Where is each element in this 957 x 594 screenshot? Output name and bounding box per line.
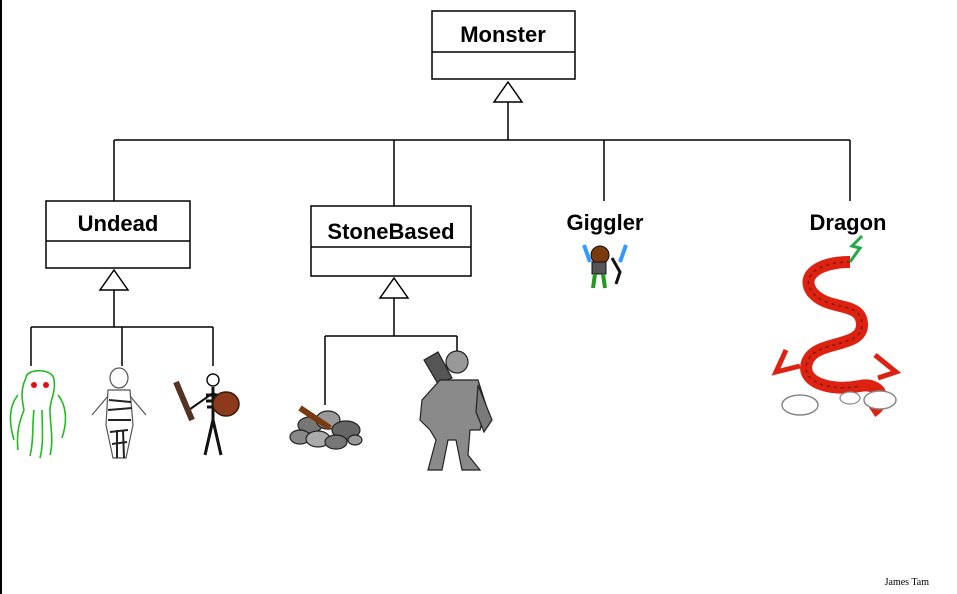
class-name-undead: Undead <box>78 211 159 236</box>
ghost-sprite-icon <box>9 369 67 459</box>
class-name-monster: Monster <box>460 22 546 47</box>
class-box-stonebased: StoneBased <box>310 205 472 277</box>
slide-left-border <box>0 0 2 594</box>
rock-pile-sprite-icon <box>289 405 363 450</box>
skeleton-warrior-sprite-icon <box>173 373 240 456</box>
inheritance-connector-monster <box>113 80 851 206</box>
mummy-sprite-icon <box>91 367 147 459</box>
class-name-stonebased: StoneBased <box>327 219 454 244</box>
inheritance-connector-undead <box>30 268 214 366</box>
dragon-sprite-icon <box>771 234 902 417</box>
stone-golem-sprite-icon <box>419 350 493 471</box>
giggler-sprite-icon <box>582 244 628 289</box>
class-box-undead: Undead <box>45 200 191 269</box>
inheritance-connector-stonebased <box>324 276 458 405</box>
class-box-monster: Monster <box>431 10 576 80</box>
footer-author: James Tam <box>884 577 929 588</box>
class-name-dragon: Dragon <box>810 210 887 235</box>
class-name-giggler: Giggler <box>566 210 643 235</box>
